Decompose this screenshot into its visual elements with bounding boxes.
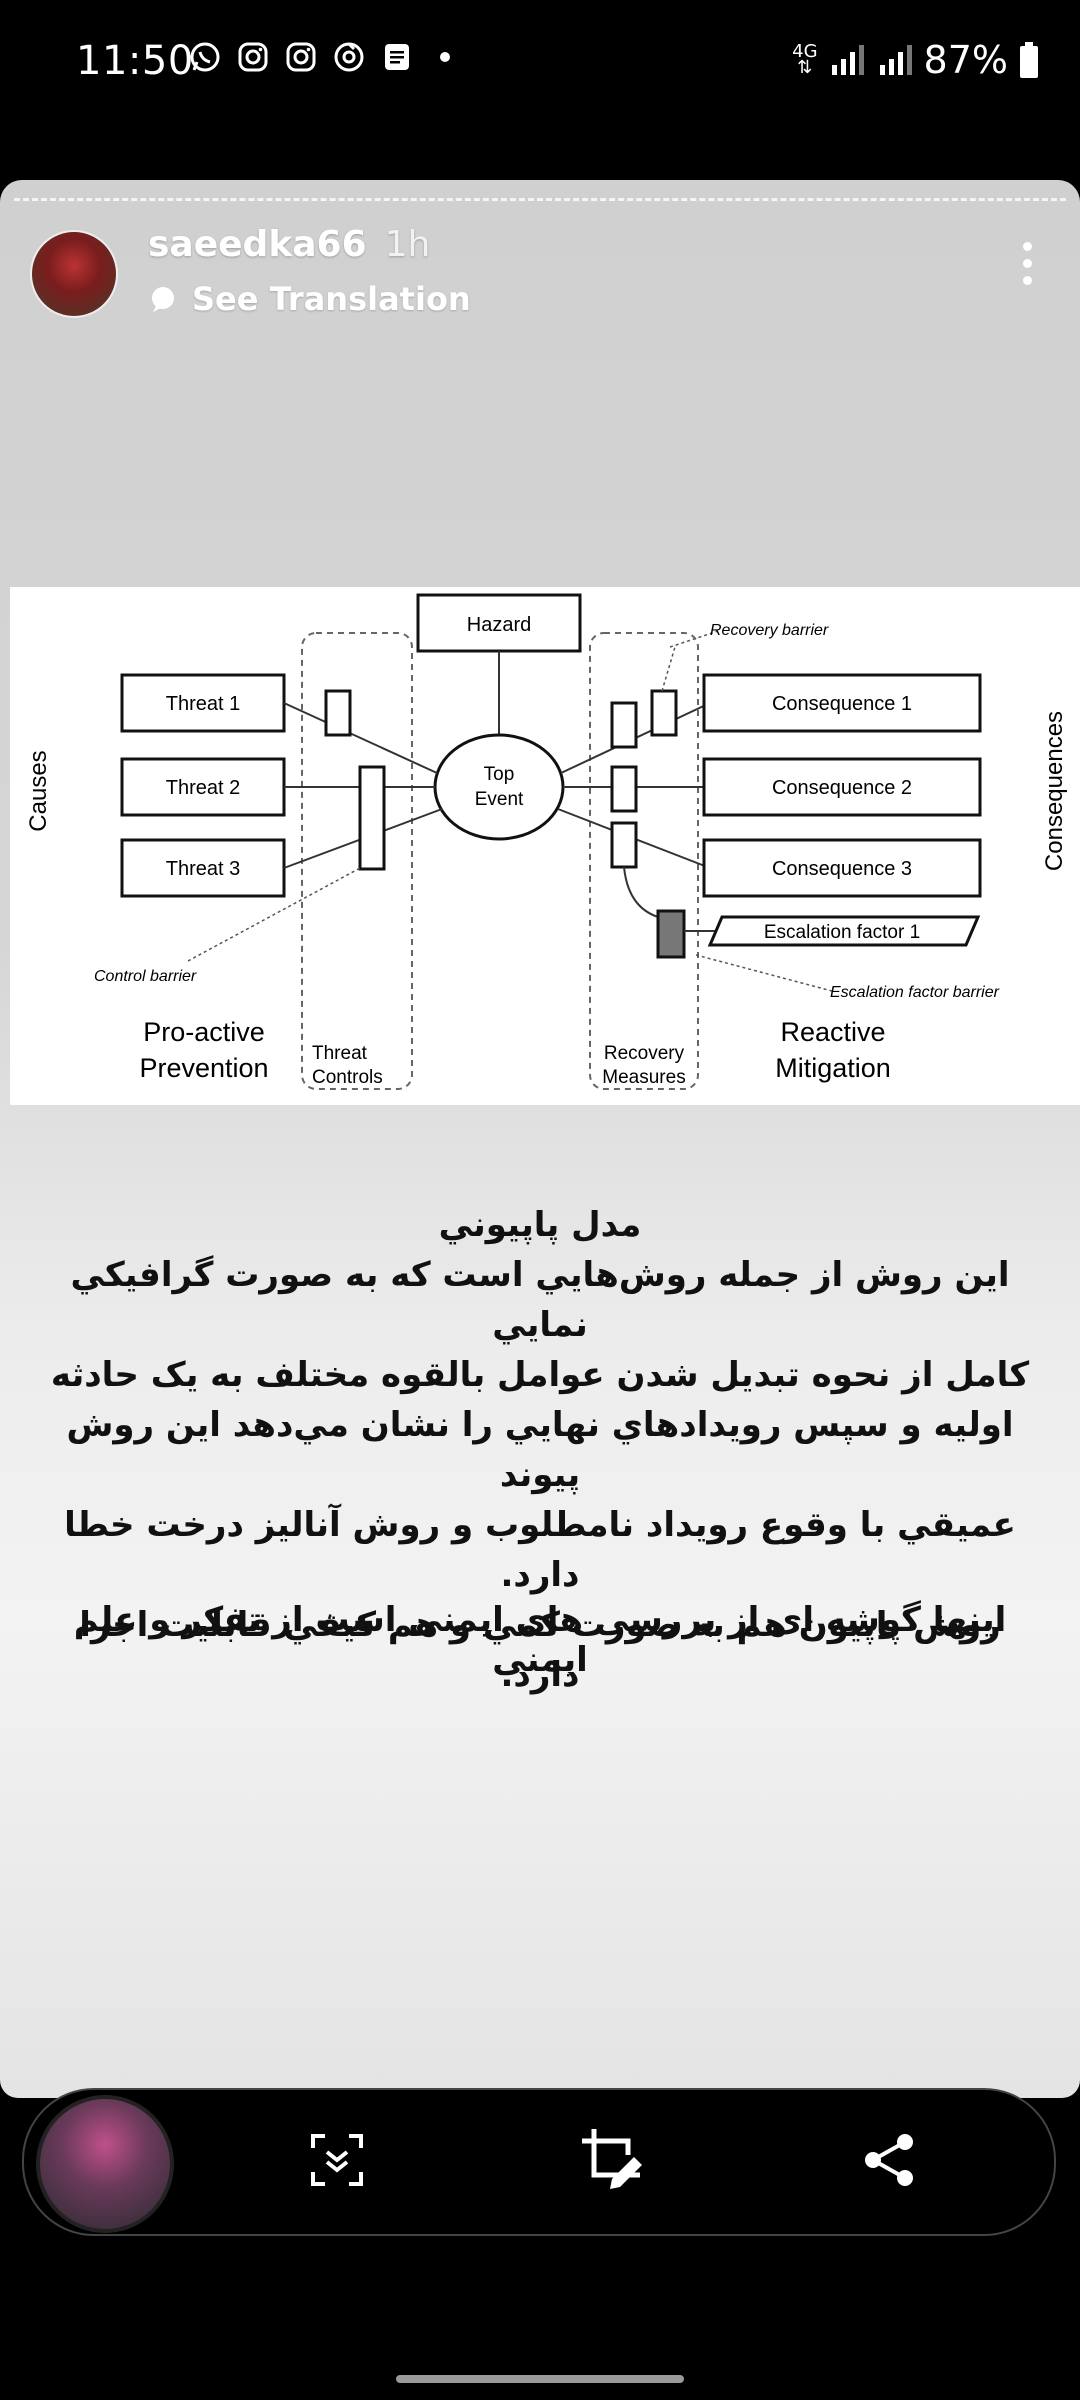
threat-2: Threat 2 <box>166 777 240 799</box>
caption-footer: اینها گوشه ای از بررسی های ایمنی است از … <box>40 1600 1040 1680</box>
sync-app-icon <box>330 38 368 76</box>
reactive-line2: Mitigation <box>775 1053 891 1083</box>
network-type: 4G ⇅ <box>792 44 817 76</box>
threat-controls-line2: Controls <box>312 1067 383 1088</box>
escalation-factor: Escalation factor 1 <box>764 922 920 943</box>
signal-icon <box>876 43 914 77</box>
story-thumbnail[interactable] <box>36 2095 174 2233</box>
status-bar: 11:50 4G ⇅ 87% <box>0 0 1080 120</box>
battery-percent: 87% <box>924 38 1008 82</box>
data-arrows-icon: ⇅ <box>792 60 817 76</box>
avatar[interactable] <box>30 230 118 318</box>
story-header[interactable]: saeedka66 1h <box>148 224 430 265</box>
time-ago: 1h <box>385 224 431 265</box>
top-event-line1: Top <box>484 764 515 785</box>
share-icon <box>859 2130 919 2190</box>
notification-icons <box>186 38 464 76</box>
thumbnail-ring <box>36 2095 174 2233</box>
caption-line: اوليه و سپس رويدادهاي نهايي را نشان مي‌د… <box>40 1400 1040 1500</box>
threat-1: Threat 1 <box>166 693 240 715</box>
consequence-1: Consequence 1 <box>772 693 912 715</box>
story-progress <box>14 198 1066 201</box>
recovery-measures-line1: Recovery <box>604 1043 685 1064</box>
translate-bubble-icon <box>148 284 178 314</box>
consequences-side-label: Consequences <box>1041 711 1068 871</box>
bowtie-diagram: Hazard Top Event Threat 1 Threat 2 Threa… <box>10 587 1080 1105</box>
see-translation-button[interactable]: See Translation <box>148 280 471 318</box>
share-button[interactable] <box>854 2125 924 2195</box>
consequence-3: Consequence 3 <box>772 858 912 880</box>
crop-edit-button[interactable] <box>578 2125 648 2195</box>
causes-label: Causes <box>25 750 52 831</box>
username[interactable]: saeedka66 <box>148 224 367 265</box>
battery-icon <box>1018 41 1040 79</box>
proactive-line2: Prevention <box>139 1053 268 1083</box>
control-barrier-note: Control barrier <box>94 968 197 985</box>
status-right: 4G ⇅ 87% <box>792 38 1040 82</box>
hazard-label: Hazard <box>467 614 531 636</box>
threat-controls-line1: Threat <box>312 1043 368 1064</box>
dot-icon <box>426 38 464 76</box>
top-event-line2: Event <box>475 789 524 810</box>
proactive-line1: Pro-active <box>143 1017 265 1047</box>
caption-line: عميقي با وقوع رويداد نامطلوب و روش آنالي… <box>40 1500 1040 1600</box>
more-options-icon[interactable] <box>1020 242 1034 293</box>
instagram-icon <box>282 38 320 76</box>
home-indicator[interactable] <box>396 2375 684 2383</box>
escalation-barrier-note: Escalation factor barrier <box>830 984 1000 1001</box>
recovery-barrier-note: Recovery barrier <box>710 622 829 639</box>
caption-title: مدل پاپيوني <box>40 1200 1040 1250</box>
consequence-2: Consequence 2 <box>772 777 912 799</box>
story-card[interactable]: saeedka66 1h See Translation Hazard Top E… <box>0 180 1080 2098</box>
status-time: 11:50 <box>76 38 194 84</box>
crop-edit-icon <box>578 2125 648 2195</box>
instagram-icon <box>234 38 272 76</box>
see-translation-label: See Translation <box>192 280 471 318</box>
recovery-measures-line2: Measures <box>602 1067 685 1088</box>
whatsapp-icon <box>186 38 224 76</box>
scan-button[interactable] <box>302 2125 372 2195</box>
scan-icon <box>307 2130 367 2190</box>
notes-icon <box>378 38 416 76</box>
signal-icon <box>828 43 866 77</box>
caption-line: اين روش از جمله روش‌هايي است که به صورت … <box>40 1250 1040 1350</box>
threat-3: Threat 3 <box>166 858 240 880</box>
caption-line: کامل از نحوه تبديل شدن عوامل بالقوه مختل… <box>40 1350 1040 1400</box>
reactive-line1: Reactive <box>780 1017 885 1047</box>
